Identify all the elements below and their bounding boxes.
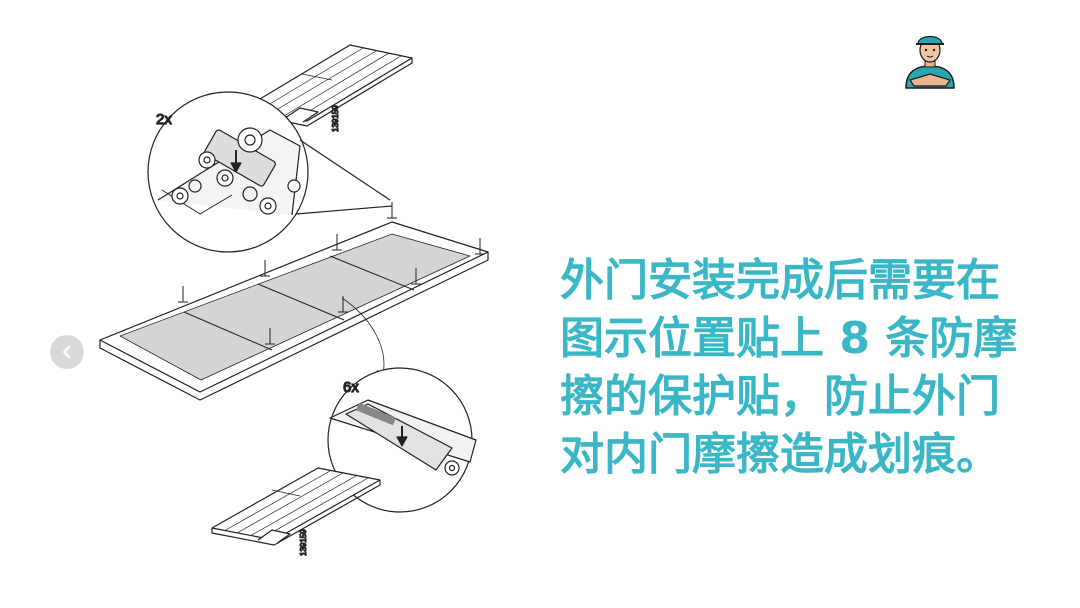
instruction-caption: 外门安装完成后需要在 图示位置贴上 8 条防摩 擦的保护贴，防止外门 对内门摩擦… [560, 252, 1040, 484]
caption-line: 对内门摩擦造成划痕。 [560, 429, 1000, 480]
caption-line: 擦的保护贴，防止外门 [560, 371, 1000, 422]
top-quantity-label: 2x [156, 111, 172, 128]
door-frame-panel [99, 202, 489, 401]
technician-avatar-icon [905, 35, 955, 89]
part-code-top: 139159 [331, 105, 340, 132]
part-code-bottom: 139159 [299, 529, 308, 556]
bottom-quantity-label: 6x [343, 379, 359, 396]
top-detail-callout [147, 91, 393, 253]
caption-line: 外门安装完成后需要在 [560, 255, 1000, 306]
caption-line: 图示位置贴上 8 条防摩 [560, 313, 1018, 364]
chevron-left-icon [63, 346, 70, 358]
previous-slide-button[interactable] [50, 335, 84, 369]
assembly-diagram: 139159 2x [99, 44, 489, 557]
bottom-protective-strip [211, 467, 381, 546]
bottom-detail-callout [327, 297, 477, 513]
